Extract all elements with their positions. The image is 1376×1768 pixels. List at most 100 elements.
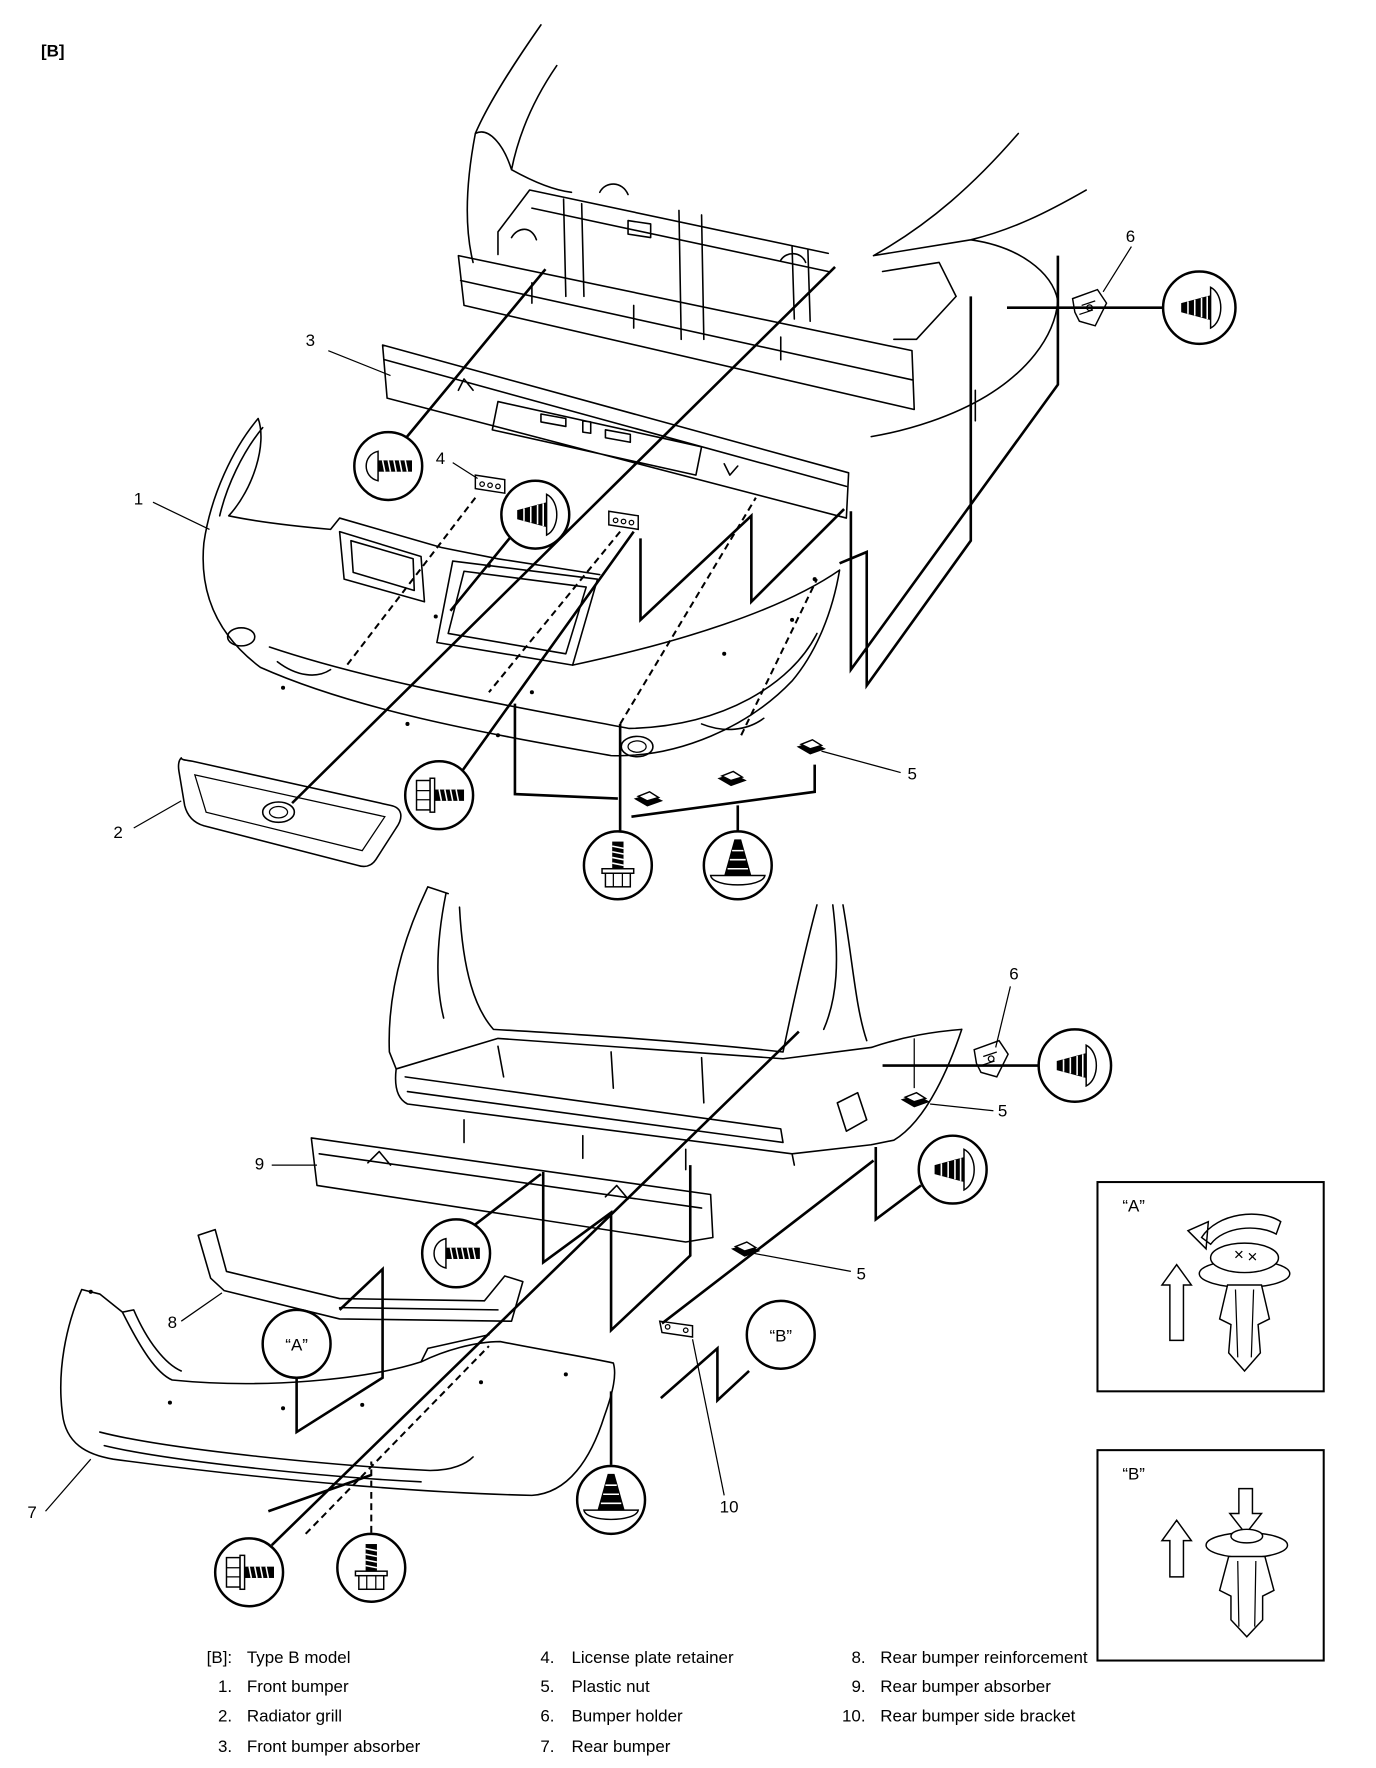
legend-text: Radiator grill [247, 1707, 342, 1726]
license-plate-retainer-left [474, 474, 506, 495]
rotate-arrow-icon [1186, 1213, 1282, 1251]
bolt-callout-front-grill [403, 760, 475, 831]
callout-front-bumper: 1 [134, 489, 143, 508]
bumper-grille-opening [338, 530, 426, 603]
legend-num: 2. [218, 1707, 232, 1726]
rear-dashed-lines [304, 1345, 490, 1535]
callout-front-absorber: 3 [306, 331, 315, 350]
legend-text: Bumper holder [571, 1707, 683, 1726]
callout-rear-side-bracket: 10 [720, 1497, 739, 1516]
screw-callout-rear [420, 1218, 492, 1289]
clip-shank [1218, 1555, 1275, 1638]
legend-column-2: 4. License plate retainer 5. Plastic nut… [540, 1648, 734, 1756]
callout-rear-plastic-nut-lower: 5 [857, 1264, 866, 1283]
legend-num: 4. [540, 1648, 554, 1667]
front-dashed-lines [344, 497, 818, 736]
down-arrow-icon [1228, 1487, 1264, 1536]
front-bumper-reinforcement-beam [457, 254, 916, 411]
callout-rear-bumper-holder: 6 [1009, 965, 1018, 984]
legend-num: [B]: [207, 1648, 232, 1667]
rear-bumper-side-bracket [658, 1320, 694, 1338]
radiator-support [497, 183, 830, 341]
callout-rear-reinforcement: 8 [168, 1313, 177, 1332]
detail-view-b-label: “B” [1122, 1465, 1145, 1484]
rear-bumper-reinforcement [197, 1228, 524, 1322]
legend-column-1: [B]: Type B model 1. Front bumper 2. Rad… [207, 1648, 421, 1756]
detail-view-b: “B” [1096, 1449, 1325, 1662]
corner-label: [B] [41, 42, 65, 61]
callout-radiator-grill: 2 [113, 823, 122, 842]
front-leader-lines [133, 246, 1132, 829]
push-clip-callout-front-center [500, 479, 571, 550]
callout-rear-absorber: 9 [255, 1155, 264, 1174]
detail-view-b-frame [1096, 1449, 1325, 1662]
plastic-nut-2 [716, 770, 748, 787]
detail-view-a-frame [1096, 1181, 1325, 1393]
clip-pin-head [1230, 1528, 1264, 1544]
view-marker-b-label: “B” [769, 1327, 792, 1346]
legend: [B]: Type B model 1. Front bumper 2. Rad… [207, 1648, 1088, 1756]
legend-text: Rear bumper [571, 1737, 670, 1756]
view-marker-a: “A” [261, 1308, 332, 1379]
rear-bumper-absorber [310, 1137, 714, 1243]
up-arrow-icon [1160, 1519, 1193, 1578]
legend-text: Rear bumper side bracket [880, 1707, 1075, 1726]
grill-emblem [261, 801, 296, 824]
front-assembly: 6 3 4 1 5 2 [113, 24, 1237, 901]
rear-assembly: “A” “B” 6 5 9 5 8 7 10 [27, 886, 1113, 1608]
legend-text: Type B model [247, 1648, 351, 1667]
clip-shank-lines [1234, 1289, 1255, 1358]
front-bumper-absorber [381, 344, 850, 519]
callout-bumper-holder: 6 [1126, 227, 1135, 246]
legend-num: 9. [851, 1677, 865, 1696]
cone-clip-callout-rear [575, 1464, 647, 1536]
rear-body-outline [388, 886, 963, 1171]
view-marker-a-label: “A” [285, 1336, 308, 1355]
license-plate-retainer-right [608, 510, 639, 531]
callout-rear-bumper: 7 [27, 1503, 36, 1522]
plastic-nut-rear-lower [730, 1241, 762, 1258]
clip-head [1209, 1242, 1280, 1274]
rear-leader-lines [45, 986, 1011, 1512]
push-clip-callout-rear-side [1037, 1028, 1113, 1103]
legend-num: 6. [540, 1707, 554, 1726]
legend-text: Rear bumper reinforcement [880, 1648, 1088, 1667]
rear-bumper [60, 1288, 616, 1497]
legend-num: 10. [842, 1707, 866, 1726]
legend-num: 5. [540, 1677, 554, 1696]
push-clip-callout-rear-lower [917, 1134, 988, 1205]
legend-text: License plate retainer [571, 1648, 733, 1667]
bolt-callout-front-lower [582, 830, 654, 901]
legend-num: 8. [851, 1648, 865, 1667]
radiator-grill [177, 757, 402, 868]
callout-rear-plastic-nut-upper: 5 [998, 1101, 1007, 1120]
callout-plastic-nut: 5 [907, 764, 916, 783]
up-arrow-icon [1160, 1263, 1193, 1342]
bolt-callout-rear-center [336, 1532, 407, 1603]
clip-shank [1218, 1284, 1271, 1373]
bolt-callout-rear-left [213, 1537, 285, 1608]
legend-num: 7. [540, 1737, 554, 1756]
clip-head-mark [1235, 1250, 1257, 1261]
push-clip-callout-front-side [1161, 270, 1237, 346]
license-plate-recess [436, 560, 599, 666]
legend-column-3: 8. Rear bumper reinforcement 9. Rear bum… [842, 1648, 1088, 1726]
front-bumper [202, 417, 841, 758]
legend-text: Plastic nut [571, 1677, 649, 1696]
plastic-nut-rear-upper [899, 1091, 931, 1109]
front-body-outline [466, 24, 1087, 438]
bumper-holder-rear [973, 1039, 1009, 1078]
legend-text: Rear bumper absorber [880, 1677, 1051, 1696]
legend-num: 3. [218, 1737, 232, 1756]
view-marker-b: “B” [745, 1299, 816, 1370]
legend-text: Front bumper absorber [247, 1737, 421, 1756]
plastic-nut-1 [632, 791, 664, 808]
callout-plate-retainer: 4 [436, 449, 445, 468]
clip-shank-lines [1237, 1560, 1257, 1627]
plastic-nut-3 [795, 739, 827, 756]
detail-view-a: “A” [1096, 1181, 1325, 1393]
legend-text: Front bumper [247, 1677, 349, 1696]
rear-connection-lines [267, 1030, 1039, 1547]
detail-view-a-label: “A” [1122, 1196, 1145, 1215]
